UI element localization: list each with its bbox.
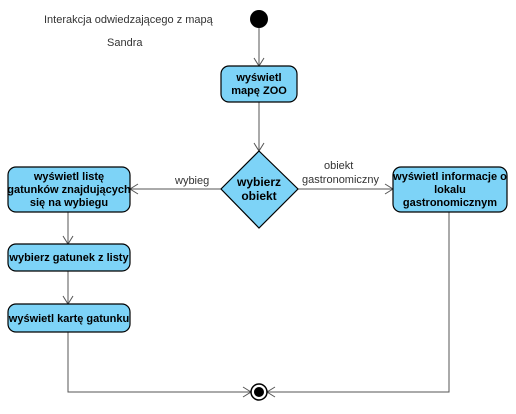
action-show-species-list[interactable]: wyświetl listę gatunków znajdujących się… bbox=[7, 166, 131, 213]
action-show-gastro-line2: lokalu bbox=[434, 184, 466, 196]
action-show-species-line2: gatunków znajdujących bbox=[7, 184, 131, 196]
action-show-species-box bbox=[7, 166, 131, 213]
start-node bbox=[250, 10, 268, 28]
action-show-card-box bbox=[7, 303, 131, 333]
action-show-gastro-line1: wyświetl informacje o bbox=[392, 171, 507, 183]
edge-card-to-end bbox=[67, 332, 250, 393]
edge-gastro-to-end bbox=[268, 212, 450, 393]
action-choose-species[interactable]: wybierz gatunek z listy bbox=[7, 243, 131, 272]
action-show-map-line1: wyświetl bbox=[235, 72, 281, 84]
action-show-card-line1: wyświetl kartę gatunku bbox=[8, 313, 129, 325]
action-show-species-card[interactable]: wyświetl kartę gatunku bbox=[7, 303, 131, 333]
action-choose-species-box bbox=[7, 243, 131, 272]
action-show-species-line1: wyświetl listę bbox=[33, 171, 104, 183]
decision-line1: wybierz bbox=[236, 175, 281, 189]
action-show-map-line2: mapę ZOO bbox=[231, 85, 287, 97]
action-show-species-line3: się na wybiegu bbox=[30, 197, 108, 209]
decision-choose-object[interactable]: wybierz obiekt bbox=[220, 150, 299, 229]
action-choose-species-line1: wybierz gatunek z listy bbox=[8, 252, 129, 264]
action-show-map-box bbox=[220, 65, 298, 103]
action-show-map[interactable]: wyświetl mapę ZOO bbox=[220, 65, 298, 103]
action-show-gastro-line3: gastronomicznym bbox=[403, 197, 497, 209]
action-show-gastro-info[interactable]: wyświetl informacje o lokalu gastronomic… bbox=[392, 166, 508, 213]
action-show-gastro-box bbox=[392, 166, 508, 213]
edge-label-gastro-line2: gastronomiczny bbox=[302, 174, 380, 186]
decision-diamond bbox=[220, 150, 299, 229]
end-node-dot bbox=[254, 387, 264, 397]
decision-line2: obiekt bbox=[241, 189, 276, 203]
edge-label-enclosure: wybieg bbox=[174, 175, 209, 187]
edge-label-gastro-line1: obiekt bbox=[324, 160, 353, 172]
end-node bbox=[250, 383, 268, 401]
diagram-author: Sandra bbox=[107, 37, 143, 49]
diagram-title: Interakcja odwiedzającego z mapą bbox=[44, 14, 214, 26]
